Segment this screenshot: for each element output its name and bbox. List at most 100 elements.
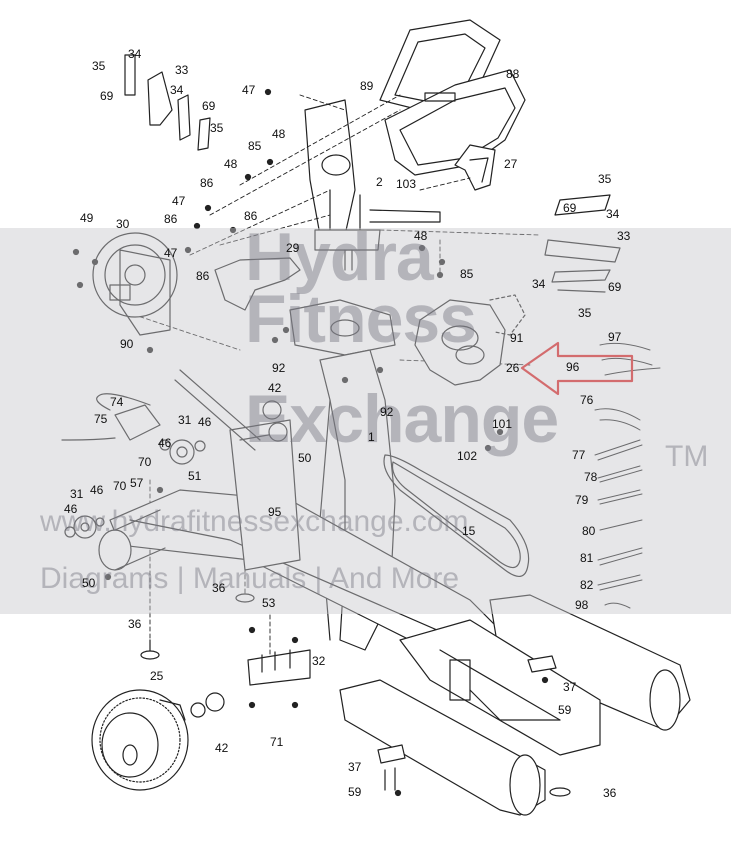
watermark-brand-line3: Exchange <box>245 381 559 457</box>
callout-46: 46 <box>64 502 78 516</box>
callout-89: 89 <box>360 79 374 93</box>
watermark-band <box>0 228 731 614</box>
callout-101: 101 <box>492 417 513 431</box>
callout-29: 29 <box>286 241 300 255</box>
callout-71: 71 <box>270 735 284 749</box>
callout-1: 1 <box>368 430 375 444</box>
callout-86: 86 <box>196 269 210 283</box>
flywheel <box>91 689 189 791</box>
callout-102: 102 <box>457 449 478 463</box>
callout-85: 85 <box>460 267 474 281</box>
fasteners <box>72 88 549 797</box>
highlight-arrow <box>520 341 634 396</box>
callout-48: 48 <box>414 229 428 243</box>
console-assembly <box>379 19 526 191</box>
callout-25: 25 <box>150 669 164 683</box>
callout-42: 42 <box>215 741 229 755</box>
callout-92: 92 <box>380 405 394 419</box>
crank-pulley <box>92 232 178 336</box>
callout-35: 35 <box>92 59 106 73</box>
callout-75: 75 <box>94 412 108 426</box>
callout-98: 98 <box>575 598 589 612</box>
callout-33: 33 <box>175 63 189 77</box>
watermark-website: www.hydrafitnessexchange.com <box>40 505 469 538</box>
callout-33: 33 <box>617 229 631 243</box>
callout-91: 91 <box>510 331 524 345</box>
callout-2: 2 <box>376 175 383 189</box>
callout-78: 78 <box>584 470 598 484</box>
callout-57: 57 <box>130 476 144 490</box>
callout-36: 36 <box>212 581 226 595</box>
callout-48: 48 <box>224 157 238 171</box>
callout-46: 46 <box>90 483 104 497</box>
callout-34: 34 <box>532 277 546 291</box>
callout-46: 46 <box>198 415 212 429</box>
upright-mast <box>304 99 441 271</box>
callout-76: 76 <box>580 393 594 407</box>
watermark-brand-line2: Fitness <box>245 281 477 357</box>
callout-86: 86 <box>164 212 178 226</box>
callout-69: 69 <box>608 280 622 294</box>
right-shroud <box>414 294 526 386</box>
callout-80: 80 <box>582 524 596 538</box>
callout-50: 50 <box>298 451 312 465</box>
callout-42: 42 <box>268 381 282 395</box>
callout-69: 69 <box>563 201 577 215</box>
callout-77: 77 <box>572 448 586 462</box>
callout-81: 81 <box>580 551 594 565</box>
callout-50: 50 <box>82 576 96 590</box>
power-adapter <box>61 393 161 441</box>
callout-51: 51 <box>188 469 202 483</box>
callout-90: 90 <box>120 337 134 351</box>
callout-35: 35 <box>578 306 592 320</box>
callout-31: 31 <box>70 487 84 501</box>
callout-70: 70 <box>138 455 152 469</box>
callout-92: 92 <box>272 361 286 375</box>
callout-59: 59 <box>348 785 362 799</box>
callout-88: 88 <box>506 67 520 81</box>
callout-82: 82 <box>580 578 594 592</box>
callout-31: 31 <box>178 413 192 427</box>
watermark-trademark: TM <box>665 440 709 473</box>
callout-32: 32 <box>312 654 326 668</box>
callout-34: 34 <box>606 207 620 221</box>
callout-53: 53 <box>262 596 276 610</box>
callout-97: 97 <box>608 330 622 344</box>
callout-46: 46 <box>158 436 172 450</box>
callout-85: 85 <box>248 139 262 153</box>
callout-86: 86 <box>200 176 214 190</box>
callout-34: 34 <box>170 83 184 97</box>
pedal-arm-left <box>124 54 211 151</box>
watermark-brand-line1: Hydra <box>245 219 434 295</box>
callout-47: 47 <box>172 194 186 208</box>
callout-27: 27 <box>504 157 518 171</box>
callout-103: 103 <box>396 177 417 191</box>
frame-base <box>98 369 521 671</box>
callout-35: 35 <box>598 172 612 186</box>
callout-37: 37 <box>563 680 577 694</box>
callout-30: 30 <box>116 217 130 231</box>
callout-37: 37 <box>348 760 362 774</box>
callout-79: 79 <box>575 493 589 507</box>
bearings-and-pulleys <box>64 400 288 718</box>
callout-47: 47 <box>242 83 256 97</box>
callout-70: 70 <box>113 479 127 493</box>
callout-74: 74 <box>110 395 124 409</box>
callout-69: 69 <box>202 99 216 113</box>
callout-95: 95 <box>268 505 282 519</box>
callout-48: 48 <box>272 127 286 141</box>
callout-69: 69 <box>100 89 114 103</box>
callout-59: 59 <box>558 703 572 717</box>
callout-36: 36 <box>603 786 617 800</box>
drive-belt <box>383 454 530 577</box>
feet-and-brackets <box>140 593 571 797</box>
wire-harnesses <box>594 342 661 609</box>
callout-26: 26 <box>506 361 520 375</box>
left-shroud <box>214 257 301 311</box>
pedal-arm-right <box>544 194 621 293</box>
callout-35: 35 <box>210 121 224 135</box>
callout-49: 49 <box>80 211 94 225</box>
callout-15: 15 <box>462 524 476 538</box>
callout-47: 47 <box>164 246 178 260</box>
